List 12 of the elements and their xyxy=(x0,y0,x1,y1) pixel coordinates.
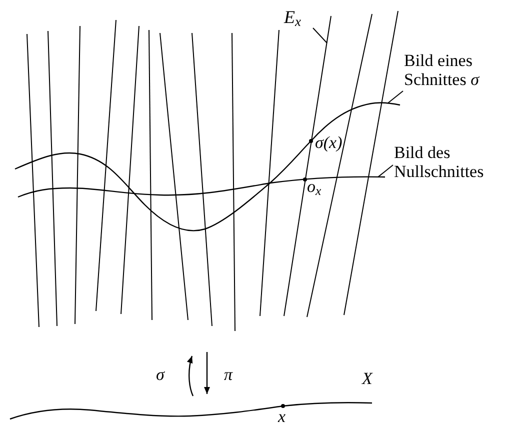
leader-line xyxy=(388,90,404,104)
callout-label: E$_{x}$ xyxy=(284,8,302,28)
leader-line xyxy=(378,164,394,178)
math-label: o$_{x}$ xyxy=(307,178,322,195)
callout-label: Bild eines Schnittes σ xyxy=(404,52,480,90)
math-label: X xyxy=(362,370,372,387)
math-label: x xyxy=(278,408,286,425)
callout-label: Bild des Nullschnittes xyxy=(394,144,485,182)
math-label: π xyxy=(224,366,233,383)
math-label: σ xyxy=(156,366,164,383)
math-label: σ(x) xyxy=(315,134,342,151)
leader-line xyxy=(312,28,328,44)
